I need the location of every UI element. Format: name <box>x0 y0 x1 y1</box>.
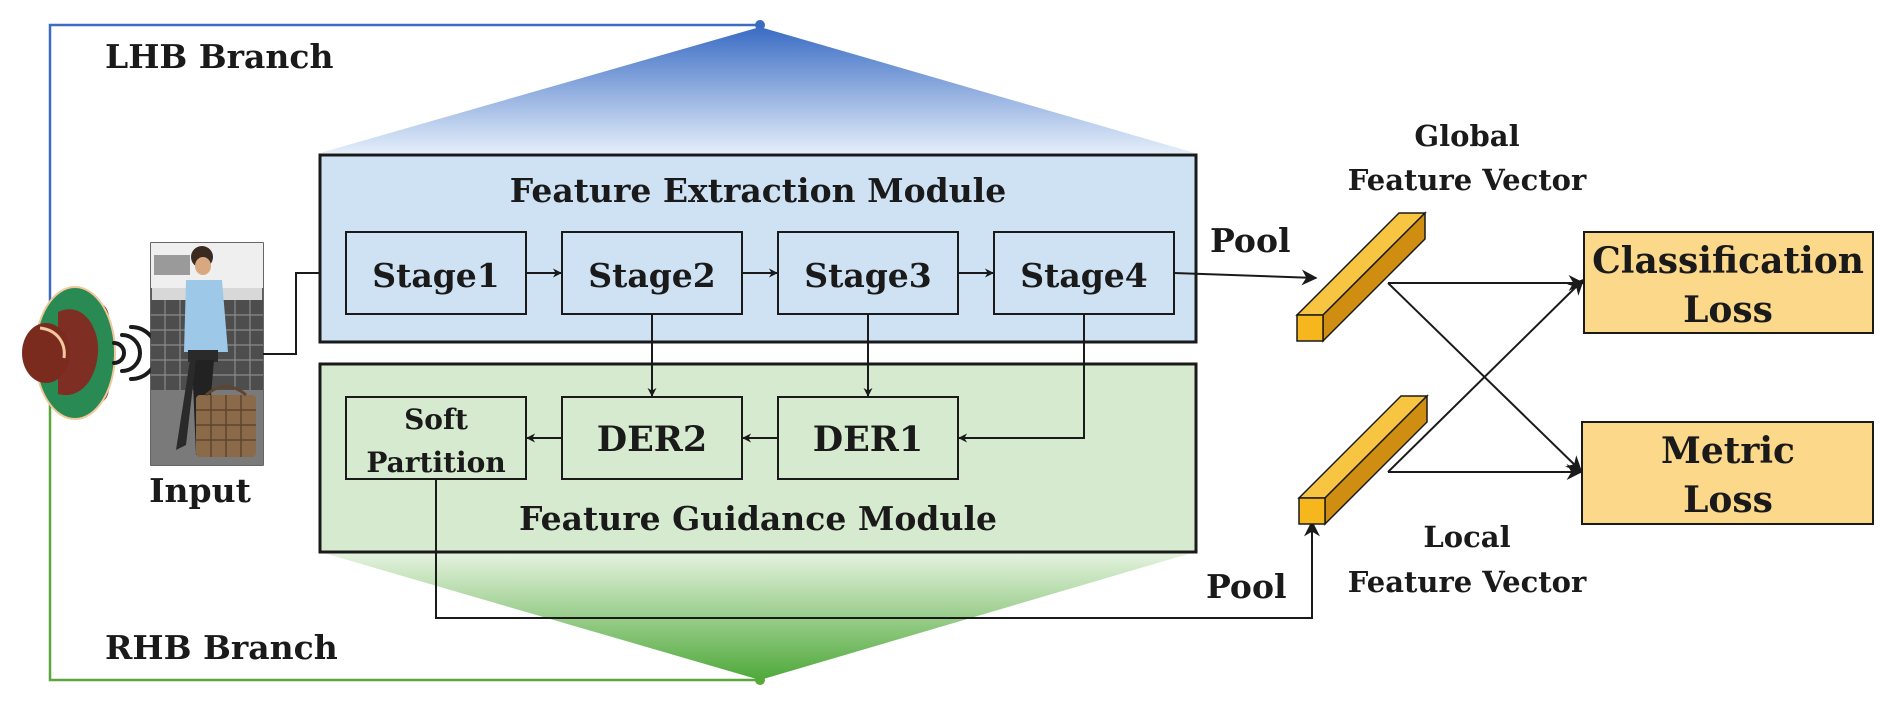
soft-partition-block: Soft Partition <box>345 396 527 480</box>
der2-label: DER2 <box>597 419 707 460</box>
global-vector-label-line1: Global <box>1414 119 1519 153</box>
person-icon <box>22 286 116 420</box>
stage3-block: Stage3 <box>777 231 959 315</box>
stage1-label: Stage1 <box>372 256 500 295</box>
local-to-classification-arrow <box>1387 278 1585 473</box>
soft-partition-label-line1: Soft <box>404 403 468 436</box>
input-label: Input <box>149 471 251 510</box>
input-image <box>150 242 264 466</box>
soft-partition-to-local-vector-arrow <box>435 479 1320 619</box>
stage1-block: Stage1 <box>345 231 527 315</box>
stage4-label: Stage4 <box>1020 256 1148 295</box>
stage2-label: Stage2 <box>588 256 716 295</box>
stage3-label: Stage3 <box>804 256 932 295</box>
stage4-to-der1-arrow <box>958 314 1085 443</box>
lhb-branch-line <box>48 23 760 340</box>
global-vector-label-line2: Feature Vector <box>1348 163 1587 197</box>
stage2-block: Stage2 <box>561 231 743 315</box>
lhb-gradient-wedge <box>320 27 1195 153</box>
stage4-block: Stage4 <box>993 231 1175 315</box>
metric-loss-label-line2: Loss <box>1683 479 1773 521</box>
classification-loss-label-line1: Classification <box>1592 240 1864 282</box>
lhb-branch-node <box>755 20 765 30</box>
local-feature-vector-bar <box>1297 394 1429 526</box>
feature-extraction-title: Feature Extraction Module <box>510 171 1006 210</box>
metric-loss-label-line1: Metric <box>1661 430 1795 472</box>
feature-guidance-title: Feature Guidance Module <box>519 499 997 538</box>
metric-loss-box: Metric Loss <box>1581 421 1874 525</box>
der1-block: DER1 <box>777 396 959 480</box>
classification-loss-box: Classification Loss <box>1583 231 1874 334</box>
pool-label-bottom: Pool <box>1206 567 1287 606</box>
rhb-gradient-wedge <box>320 552 1195 680</box>
pool-label-top: Pool <box>1210 221 1291 260</box>
lhb-branch-label: LHB Branch <box>105 37 334 76</box>
local-vector-label-line1: Local <box>1423 520 1510 554</box>
global-feature-vector-bar <box>1295 211 1427 343</box>
der2-block: DER2 <box>561 396 743 480</box>
soft-partition-label-line2: Partition <box>366 446 505 479</box>
stage4-to-global-vector-arrow <box>1173 269 1318 286</box>
local-vector-label-line2: Feature Vector <box>1348 565 1587 599</box>
rhb-branch-line <box>48 345 760 682</box>
classification-loss-label-line2: Loss <box>1683 289 1773 331</box>
rhb-branch-label: RHB Branch <box>105 628 338 667</box>
der1-label: DER1 <box>813 419 923 460</box>
